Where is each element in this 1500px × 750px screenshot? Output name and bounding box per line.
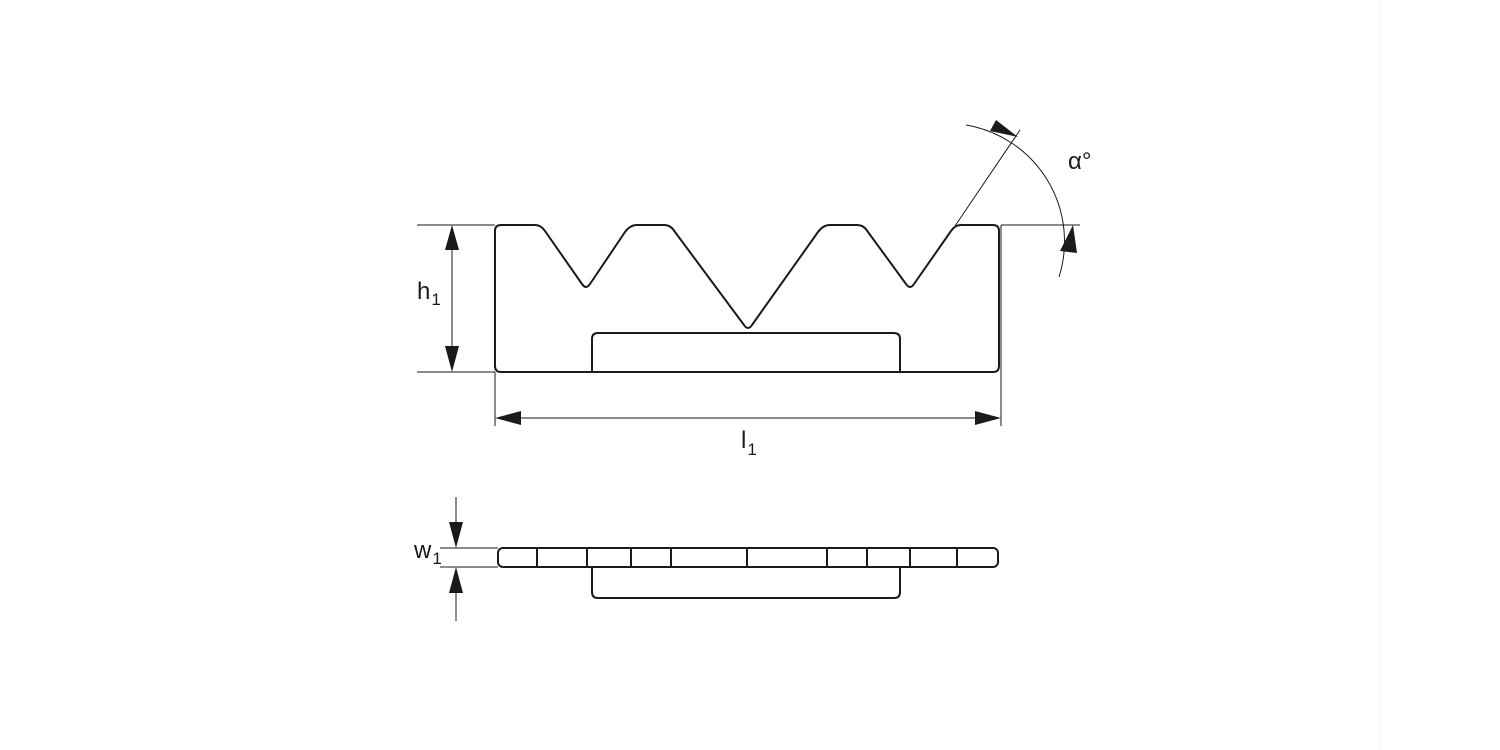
angle-label: α° bbox=[1068, 148, 1091, 175]
base-plate-top bbox=[591, 567, 901, 599]
height-arrow-down bbox=[445, 346, 459, 372]
angle-arrow-right bbox=[1060, 225, 1077, 253]
width-arrow-up bbox=[449, 567, 463, 593]
height-label: h1 bbox=[417, 278, 441, 309]
length-arrow-right bbox=[975, 411, 1001, 425]
height-dimension: h1 bbox=[417, 224, 495, 373]
base-plate-front bbox=[591, 332, 901, 372]
angle-flank-extension bbox=[954, 129, 1021, 227]
angle-arrow-top bbox=[990, 120, 1018, 137]
angle-dimension: α° bbox=[954, 120, 1091, 278]
angle-arc bbox=[965, 124, 1066, 278]
v-block-outline bbox=[494, 224, 1000, 373]
width-arrow-down bbox=[449, 522, 463, 548]
length-label: l1 bbox=[741, 427, 757, 459]
front-view bbox=[494, 224, 1000, 373]
length-dimension: l1 bbox=[494, 225, 1002, 459]
width-label: w1 bbox=[413, 537, 442, 568]
width-dimension: w1 bbox=[413, 497, 498, 621]
length-arrow-left bbox=[495, 411, 521, 425]
page-edge-divider bbox=[1379, 0, 1380, 750]
height-arrow-up bbox=[445, 225, 459, 250]
top-view bbox=[497, 547, 999, 599]
